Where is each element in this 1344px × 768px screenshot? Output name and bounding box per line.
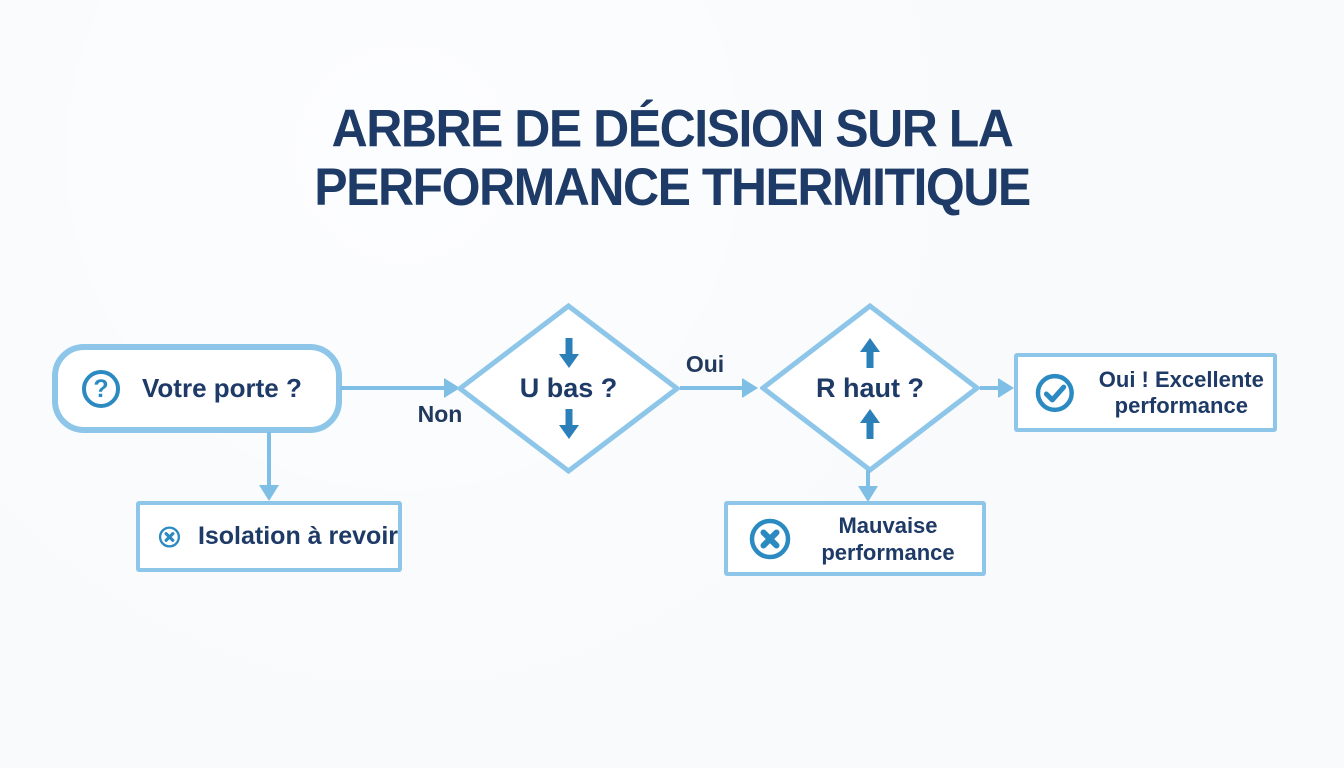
outcome-isolation-box: Isolation à revoir: [136, 501, 402, 572]
arrowhead-right-icon: [742, 378, 758, 398]
diamond-outline: [457, 303, 680, 474]
page-title: ARBRE DE DÉCISION SUR LA PERFORMANCE THE…: [0, 98, 1344, 217]
decision-r-content: R haut ?: [760, 303, 980, 473]
title-line-2: PERFORMANCE THERMITIQUE: [314, 157, 1031, 217]
outcome-success-label: Oui ! Excellente performance: [1098, 366, 1264, 418]
decision-u-label: U bas ?: [519, 373, 618, 403]
outcome-success-box: Oui ! Excellente performance: [1014, 353, 1277, 432]
arrowhead-right-icon: [998, 378, 1014, 398]
outcome-bad-label: Mauvaise performance: [821, 512, 955, 565]
x-circle-icon: [158, 525, 181, 548]
arrow-down-icon: [558, 338, 579, 368]
arrowhead-down-icon: [858, 486, 878, 502]
decision-r-label: R haut ?: [816, 372, 924, 403]
edge-label-non: Non: [417, 401, 463, 427]
x-circle-icon: [749, 518, 791, 559]
connector-u-to-r: [680, 386, 742, 390]
arrow-up-icon: [860, 408, 880, 439]
connector-r-to-bad: [866, 470, 870, 486]
connector-start-to-isolation: [267, 432, 271, 485]
question-glyph: ?: [93, 375, 108, 403]
arrowhead-right-icon: [444, 378, 460, 398]
start-node: ? Votre porte ?: [52, 344, 342, 433]
outcome-bad-box: Mauvaise performance: [724, 501, 986, 576]
decision-node-r: R haut ?: [760, 303, 980, 473]
connector-r-to-success: [980, 386, 998, 390]
decision-u-content: U bas ?: [457, 303, 680, 474]
check-circle-icon: [1035, 373, 1074, 412]
arrow-down-icon: [558, 409, 579, 439]
diamond-outline: [760, 303, 980, 473]
start-node-label: Votre porte ?: [142, 373, 302, 403]
edge-label-oui: Oui: [685, 351, 725, 377]
question-circle-icon: ?: [82, 369, 120, 408]
title-line-1: ARBRE DE DÉCISION SUR LA: [331, 98, 1014, 159]
arrowhead-down-icon: [259, 485, 279, 501]
decision-node-u: U bas ?: [457, 303, 680, 474]
arrow-up-icon: [860, 337, 880, 368]
connector-start-to-u: [340, 386, 444, 390]
outcome-isolation-label: Isolation à revoir: [197, 522, 398, 550]
